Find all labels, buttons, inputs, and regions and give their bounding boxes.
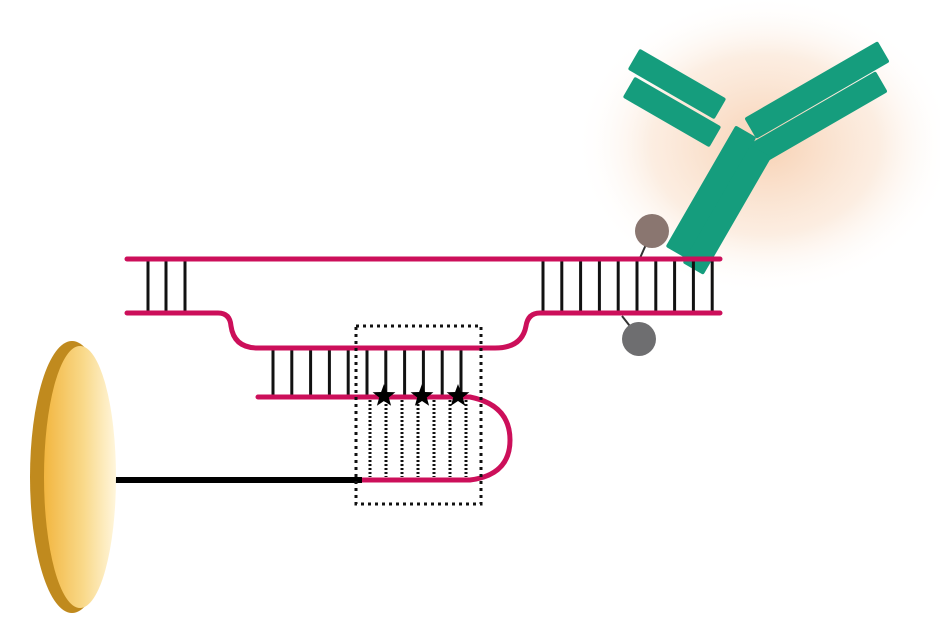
probe-strand	[255, 394, 513, 483]
mismatch-star-icon	[410, 384, 434, 406]
gold-electrode-icon	[30, 341, 116, 613]
mismatch-stars	[372, 384, 470, 406]
lower-ligand-icon	[621, 315, 656, 356]
mismatch-star-icon	[446, 384, 470, 406]
hairpin-stem-pairs	[368, 400, 468, 477]
mismatch-star-icon	[372, 384, 396, 406]
antibody-icon	[623, 41, 889, 275]
base-pairs	[146, 261, 714, 395]
mismatch-highlight-box	[354, 324, 483, 506]
middle-strand	[124, 310, 723, 351]
dna-strands	[124, 256, 723, 483]
upper-ligand-icon	[635, 214, 669, 259]
